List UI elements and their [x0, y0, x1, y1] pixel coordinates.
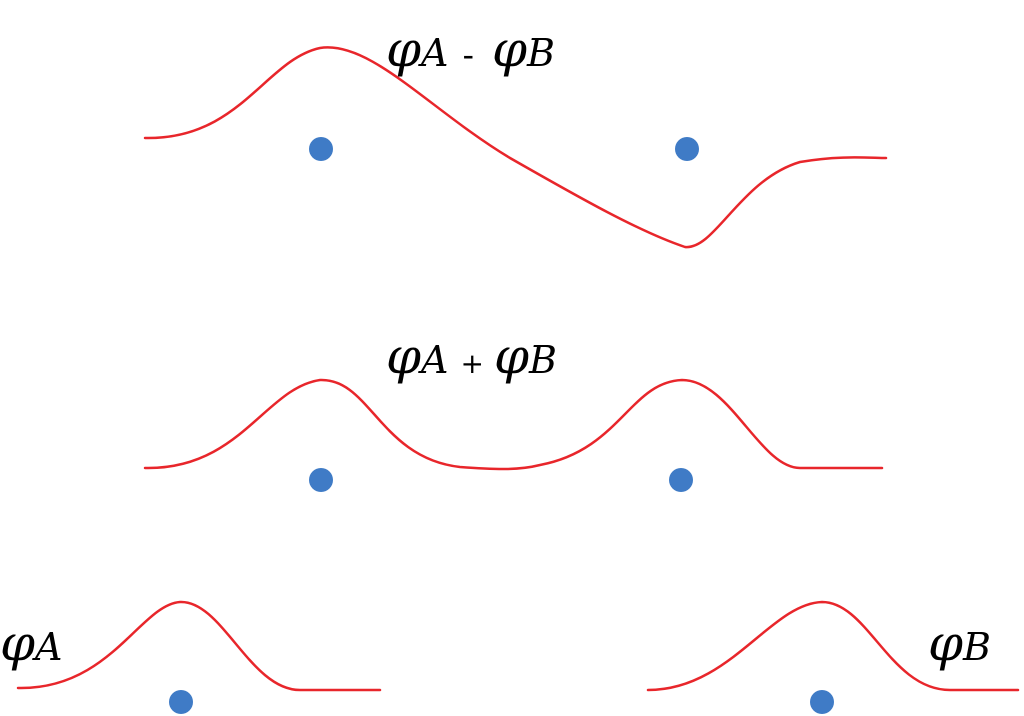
left-orbital-phi: φ [0, 614, 35, 672]
bonding-panel: φA+φB [143, 327, 884, 492]
atom-a-dot [169, 690, 193, 714]
bonding-sub-a: A [418, 338, 448, 382]
right-orbital-wave [646, 600, 1020, 692]
left-orbital-wave [16, 600, 382, 692]
atom-b-dot [669, 468, 693, 492]
left-orbital-panel: φA [0, 600, 382, 714]
bonding-phi-b: φ [494, 327, 529, 385]
atom-b-dot [675, 137, 699, 161]
antibonding-operator: - [462, 36, 474, 74]
antibonding-phi-b: φ [492, 20, 527, 78]
antibonding-label: φA-φB [386, 20, 555, 78]
atom-a-dot [309, 137, 333, 161]
left-orbital-sub: A [32, 625, 62, 669]
antibonding-sub-a: A [418, 31, 448, 75]
left-orbital-label: φA [0, 614, 62, 672]
right-orbital-label: φB [928, 614, 991, 672]
atom-a-dot [309, 468, 333, 492]
bonding-label: φA+φB [386, 327, 557, 385]
atom-b-dot [810, 690, 834, 714]
antibonding-phi-a: φ [386, 20, 421, 78]
bonding-sub-b: B [528, 338, 557, 382]
right-orbital-panel: φB [646, 600, 1020, 714]
antibonding-sub-b: B [526, 31, 555, 75]
antibonding-wave [143, 46, 888, 249]
antibonding-panel: φA-φB [143, 20, 888, 249]
right-orbital-phi: φ [928, 614, 963, 672]
bonding-phi-a: φ [386, 327, 421, 385]
bonding-wave [143, 378, 884, 471]
bonding-operator: + [460, 347, 483, 380]
right-orbital-sub: B [962, 625, 991, 669]
